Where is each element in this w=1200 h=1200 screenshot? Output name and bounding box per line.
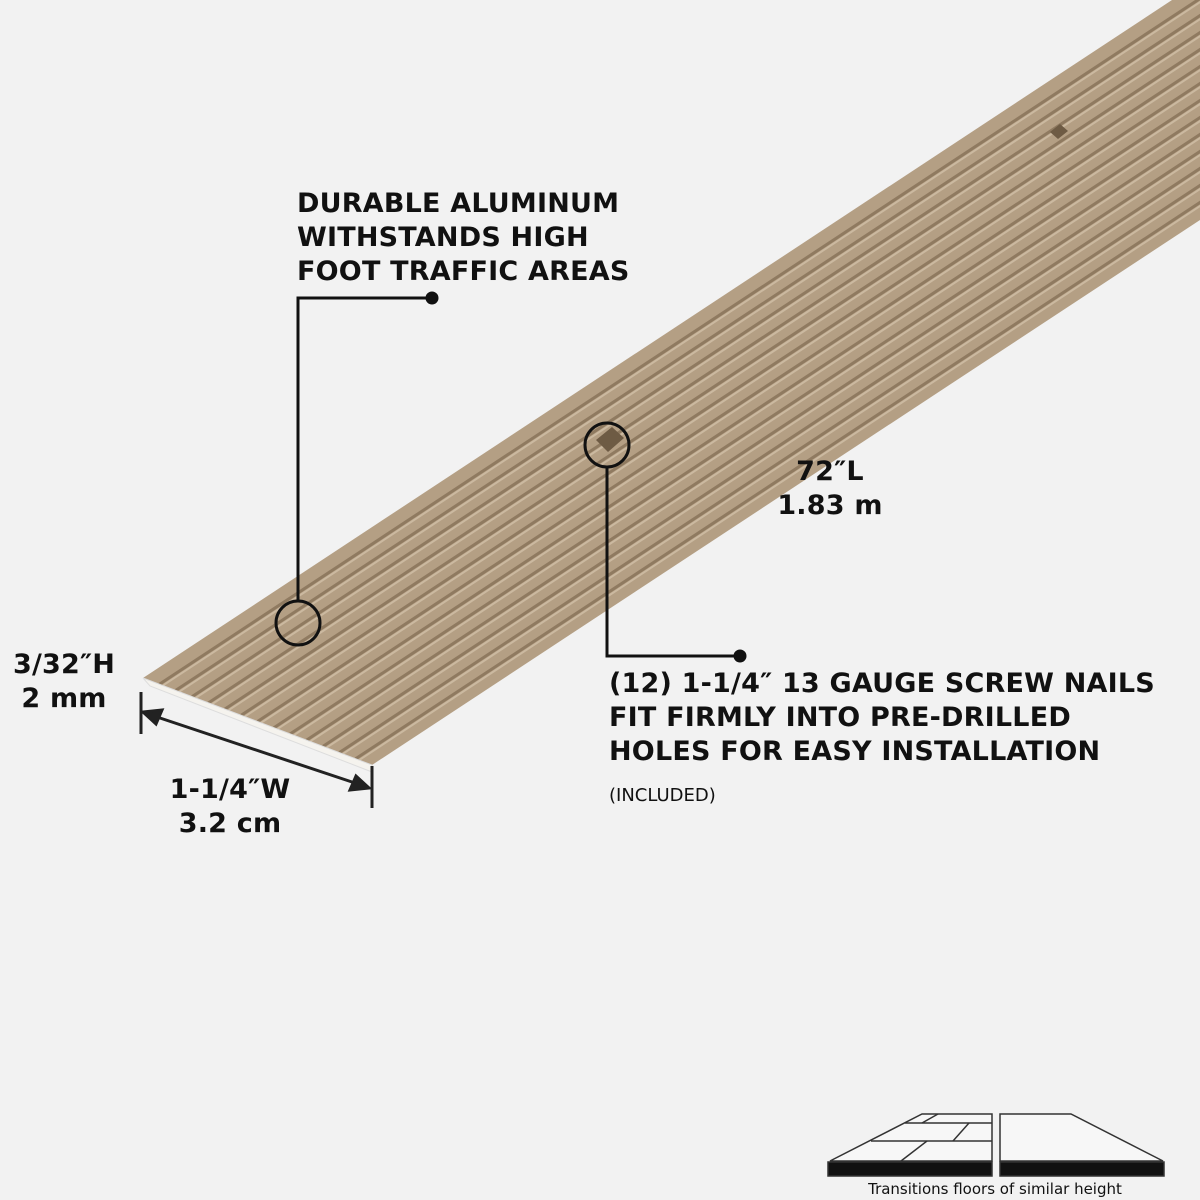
strip-rib (338, 5, 1200, 754)
callout-line: WITHSTANDS HIGH (297, 222, 589, 253)
callout-line: FIT FIRMLY INTO PRE-DRILLED (609, 702, 1071, 733)
strip-rib-highlight (326, 0, 1200, 749)
strip-rib-highlight (195, 0, 1200, 699)
aluminum-strip (142, 0, 1200, 773)
callout-line: HOLES FOR EASY INSTALLATION (609, 736, 1101, 767)
length-imperial: 72″L (796, 456, 864, 487)
length-label: 72″L 1.83 m (740, 455, 920, 523)
width-imperial: 1-1/4″W (169, 774, 291, 805)
strip-rib-highlight (277, 0, 1200, 730)
strip-rib (289, 0, 1200, 736)
callout-nails: (12) 1-1/4″ 13 GAUGE SCREW NAILS FIT FIR… (609, 667, 1155, 769)
callout-nails-note: (INCLUDED) (609, 785, 716, 806)
callout-aluminum: DURABLE ALUMINUM WITHSTANDS HIGH FOOT TR… (297, 187, 630, 289)
height-label: 3/32″H 2 mm (0, 648, 128, 716)
strip-rib (273, 0, 1200, 729)
strip-rib (322, 0, 1200, 748)
strip-rib-highlight (179, 0, 1200, 693)
strip-rib-highlight (162, 0, 1200, 687)
width-dimension-arrow (139, 692, 374, 808)
length-metric: 1.83 m (777, 490, 883, 521)
strip-rib-highlight (211, 0, 1200, 705)
height-imperial: 3/32″H (12, 649, 116, 680)
screw-hole-icon (596, 124, 1068, 452)
floor-transition-icon (827, 1113, 1165, 1177)
strip-rib (191, 0, 1200, 698)
callout-aluminum-leader (274, 291, 439, 647)
callout-nails-leader (583, 421, 747, 663)
callout-line: (12) 1-1/4″ 13 GAUGE SCREW NAILS (609, 668, 1155, 699)
callout-line: DURABLE ALUMINUM (297, 188, 620, 219)
strip-rib-highlight (359, 13, 1200, 761)
width-label: 1-1/4″W 3.2 cm (130, 773, 330, 841)
strip-rib-highlight (342, 6, 1200, 755)
floor-transition-caption: Transitions floors of similar height (868, 1180, 1122, 1198)
width-metric: 3.2 cm (178, 808, 282, 839)
strip-rib-highlight (293, 0, 1200, 736)
strip-rib (174, 0, 1200, 692)
strip-rib (354, 11, 1200, 761)
strip-rib (223, 0, 1200, 711)
strip-rib-highlight (260, 0, 1200, 724)
strip-rib-highlight (244, 0, 1200, 718)
strip-rib (305, 0, 1200, 742)
strip-rib (158, 0, 1200, 686)
strip-rib-highlight (228, 0, 1200, 711)
strip-rib (256, 0, 1200, 723)
callout-line: FOOT TRAFFIC AREAS (297, 256, 630, 287)
strip-rib (240, 0, 1200, 717)
strip-rib-highlight (310, 0, 1200, 742)
strip-rib (207, 0, 1200, 705)
height-metric: 2 mm (21, 683, 107, 714)
